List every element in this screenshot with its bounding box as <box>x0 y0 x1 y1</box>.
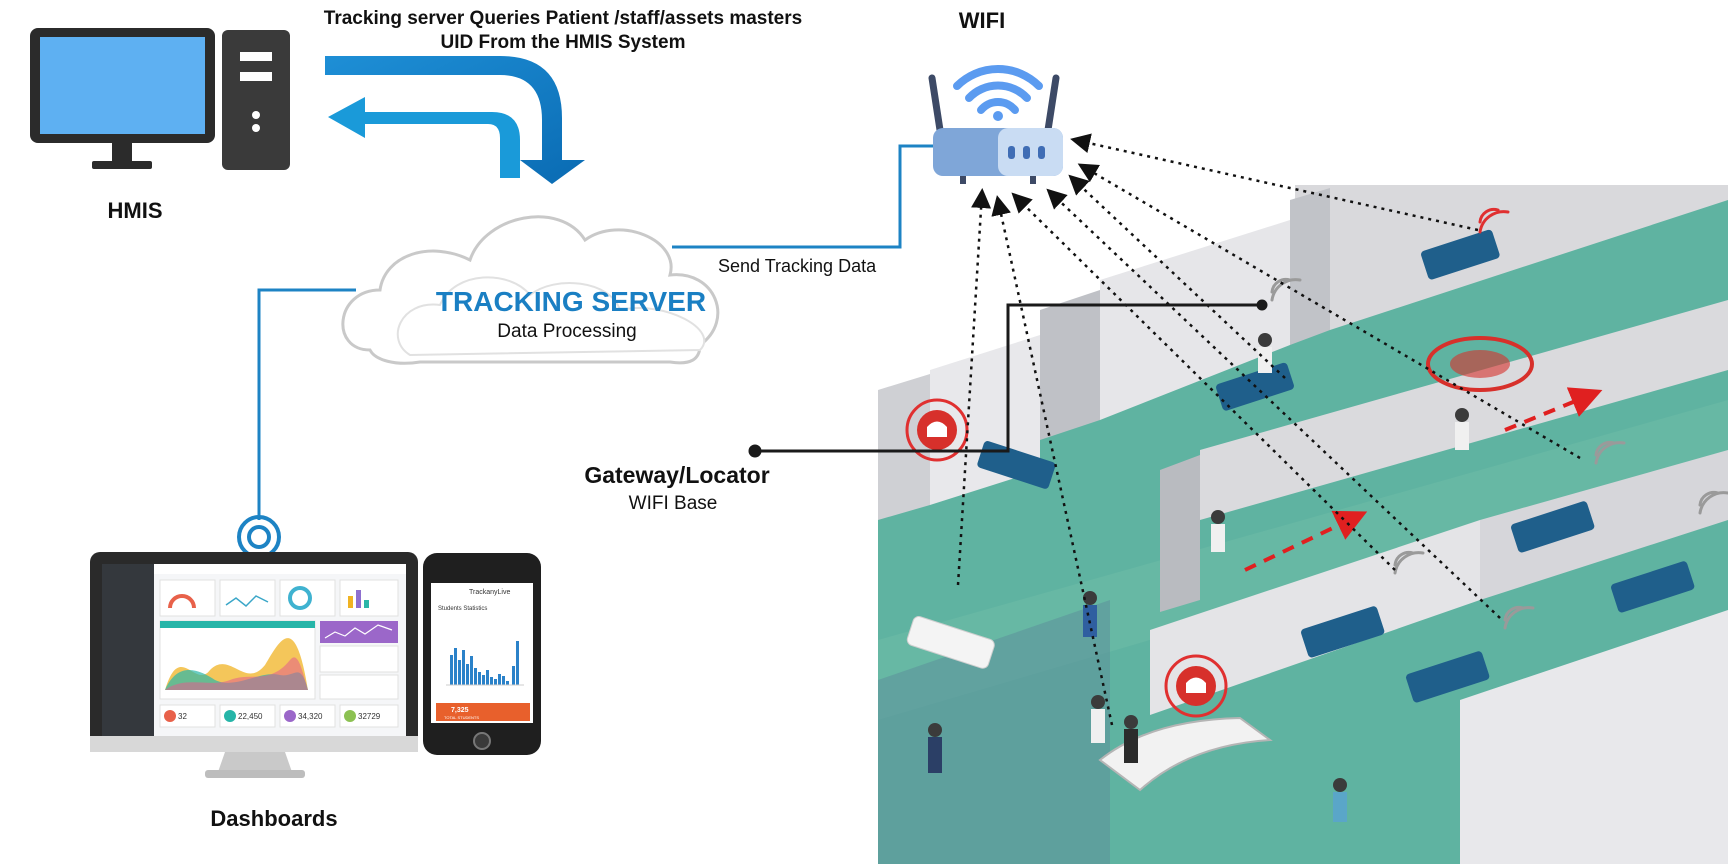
patient-fall-alert-icon <box>1426 336 1534 392</box>
query-arrows <box>325 56 585 184</box>
tracking-signal-lines <box>956 133 1581 726</box>
alarm-icon <box>905 398 969 462</box>
query-label-line2: UID From the HMIS System <box>440 32 686 53</box>
gateway-pointer <box>748 299 1268 458</box>
tracking-server-title: TRACKING SERVER <box>435 286 707 317</box>
alarm-icon <box>1164 654 1228 718</box>
hospital-floor-illustration <box>878 185 1728 864</box>
tracking-server-subtitle: Data Processing <box>497 321 637 342</box>
stat-value: 22,450 <box>238 712 263 721</box>
stat-value: 32729 <box>358 712 381 721</box>
phone-total-caption: TOTAL STUDENTS <box>444 715 479 720</box>
dashboard-monitor: 32 22,450 34,320 32729 <box>90 552 418 778</box>
dashboards-label: Dashboards <box>210 806 338 831</box>
tracking-server-cloud <box>341 215 720 365</box>
hmis-label: HMIS <box>107 198 163 223</box>
query-label-line1: Tracking server Queries Patient /staff/a… <box>323 8 803 29</box>
send-tracking-data-label: Send Tracking Data <box>718 256 877 276</box>
phone-panel-title: Students Statistics <box>438 606 487 612</box>
dashboard-phone: TrackanyLive Students Statistics 7,325 T… <box>423 553 541 755</box>
stat-value: 32 <box>178 712 187 721</box>
phone-total: 7,325 <box>451 707 469 714</box>
phone-bar-chart <box>450 641 519 685</box>
wifi-base-label: WIFI Base <box>628 493 718 514</box>
gateway-locator-label: Gateway/Locator <box>584 462 770 488</box>
stat-value: 34,320 <box>298 712 323 721</box>
wifi-label: WIFI <box>958 8 1006 33</box>
phone-app-name: TrackanyLive <box>469 589 510 596</box>
hmis-computer-icon <box>30 28 290 170</box>
wifi-router-icon <box>928 65 1063 184</box>
